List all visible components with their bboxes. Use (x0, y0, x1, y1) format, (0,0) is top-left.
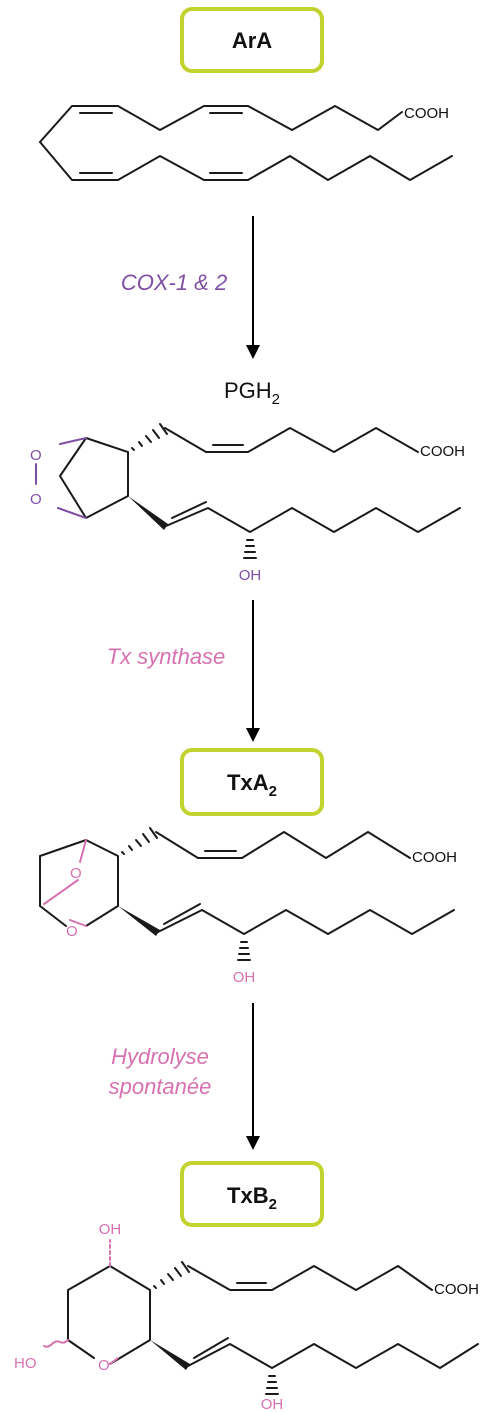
txb2-wavy-bond (43, 1339, 69, 1348)
txa2-label-box: TxA2 (180, 748, 324, 816)
ara-structure: COOH (39, 105, 453, 181)
pgh2-hashed-wedge-top (131, 423, 168, 451)
txb2-lower-chain (187, 1343, 479, 1369)
pgh2-structure: O O COOH OH (30, 423, 465, 584)
pgh2-oh-hashed-wedge (243, 539, 257, 559)
txb2-oh-ring: OH (99, 1221, 122, 1238)
txb2-upper-chain (187, 1265, 433, 1291)
txa2-upper-chain (155, 831, 411, 859)
enzyme-hydrolyse-line-1: Hydrolyse (111, 1044, 209, 1069)
pgh2-lower-chain (165, 507, 461, 533)
txa2-o-bridge-bond-2 (43, 879, 79, 905)
txb2-solid-wedge (150, 1340, 190, 1370)
ara-label-box: ArA (180, 7, 324, 73)
pgh2-o-bond-1 (59, 437, 87, 445)
ara-cooh: COOH (404, 105, 449, 122)
enzyme-hydrolyse-line-2: spontanée (109, 1074, 212, 1099)
ara-upper-chain (39, 105, 403, 143)
txa2-o-ring-bond (69, 919, 87, 927)
pgh2-name: PGH2 (224, 378, 280, 408)
pgh2-solid-wedge (128, 496, 168, 530)
txa2-oh-hashed-wedge (237, 941, 251, 961)
ara-lower-chain (39, 141, 453, 181)
txa2-oh: OH (233, 969, 256, 986)
txa2-ring-right (85, 839, 119, 927)
txa2-solid-wedge (118, 906, 160, 936)
enzyme-tx-synthase: Tx synthase (107, 644, 226, 669)
txa2-oxygen-ring: O (66, 923, 78, 940)
txb2-ring-right (109, 1265, 151, 1365)
txb2-oh: OH (261, 1396, 284, 1412)
txa2-o-bridge-bond-1 (79, 839, 87, 863)
pgh2-cooh: COOH (420, 443, 465, 460)
txa2-cooh: COOH (412, 849, 457, 866)
txa2-ring-left (39, 839, 87, 927)
txb2-ho-anomeric: HO (14, 1355, 37, 1372)
pgh2-oh: OH (239, 567, 262, 584)
pgh2-oxygen-top: O (30, 447, 42, 464)
txb2-structure: OH O HO COOH OH (14, 1221, 479, 1412)
txa2-lower-chain (157, 909, 455, 935)
txb2-cooh: COOH (434, 1281, 479, 1298)
txb2-label-box: TxB2 (180, 1161, 324, 1227)
txb2-hashed-wedge-top (153, 1261, 190, 1289)
pgh2-trans-double-bond (171, 501, 207, 519)
pgh2-o-bond-2 (57, 507, 87, 519)
pgh2-ring (59, 437, 129, 519)
txb2-oh-hashed-wedge (265, 1375, 279, 1395)
txb2-trans-double-bond (193, 1337, 229, 1359)
txa2-oxygen-bridge: O (70, 865, 82, 882)
txb2-name: TxB2 (227, 1183, 277, 1213)
txb2-oxygen-ring: O (98, 1357, 110, 1374)
txb2-ring-left (67, 1265, 111, 1359)
txa2-hashed-wedge-top (121, 827, 158, 855)
ara-name: ArA (232, 28, 272, 53)
txa2-structure: O O COOH OH (39, 827, 457, 986)
txa2-name: TxA2 (227, 770, 277, 800)
txb2-o-ring-bond (109, 1357, 119, 1365)
pgh2-upper-chain (164, 427, 419, 453)
enzyme-cox: COX-1 & 2 (121, 270, 227, 295)
pgh2-oxygen-bottom: O (30, 491, 42, 508)
txa2-trans-double-bond (163, 903, 201, 925)
